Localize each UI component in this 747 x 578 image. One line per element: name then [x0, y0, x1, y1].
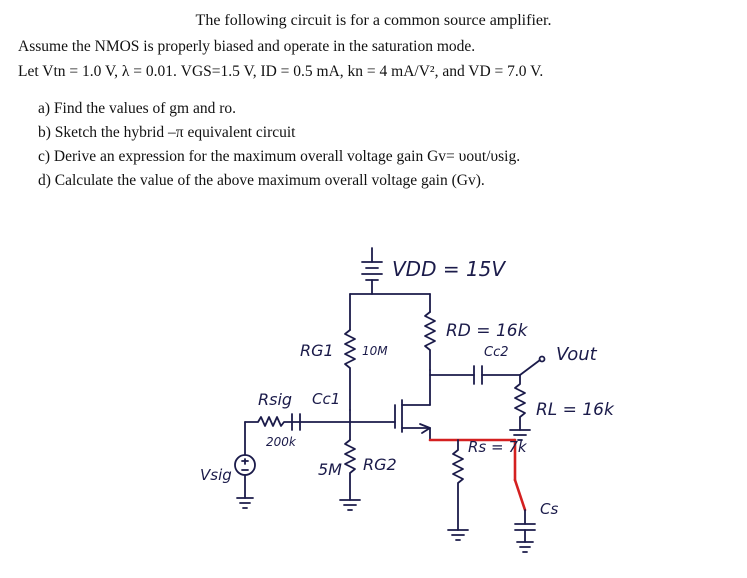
rd-label: RD = 16k [446, 321, 529, 341]
question-c: c) Derive an expression for the maximum … [38, 148, 521, 165]
rl-resistor [514, 374, 526, 431]
source-node-highlight [428, 438, 527, 512]
vout-label: Vout [556, 344, 598, 365]
problem-assumption: Assume the NMOS is properly biased and o… [18, 38, 476, 55]
rg2-label: RG2 [363, 455, 397, 474]
rg1-value-label: 10M [362, 344, 388, 358]
cc2-capacitor [473, 365, 483, 385]
output-wiring [429, 355, 546, 376]
rs-ground [447, 529, 469, 541]
problem-title: The following circuit is for a common so… [195, 12, 552, 29]
gate-wiring [291, 404, 396, 441]
vsig-source [234, 454, 256, 509]
cs-label: Cs [540, 500, 558, 518]
rg1-label: RG1 [300, 341, 334, 360]
rl-ground [509, 429, 531, 441]
rl-label: RL = 16k [536, 400, 615, 420]
problem-given-values: Let Vtn = 1.0 V, λ = 0.01. VGS=1.5 V, ID… [18, 63, 544, 80]
rg2-resistor [344, 439, 356, 501]
question-d: d) Calculate the value of the above maxi… [38, 172, 485, 189]
cs-capacitor [514, 509, 536, 553]
rsig-value-label: 200k [266, 435, 297, 449]
rs-label: Rs = 7k [468, 438, 528, 456]
vsig-label: Vsig [200, 466, 232, 484]
vdd-battery-symbol [361, 247, 383, 295]
rg2-ground [339, 499, 361, 511]
cc2-label: Cc2 [484, 345, 509, 360]
cc1-label: Cc1 [312, 390, 340, 408]
rs-resistor [452, 439, 464, 531]
nmos-transistor [401, 369, 431, 441]
rg1-resistor [344, 329, 356, 411]
supply-rail [349, 293, 431, 331]
rg2-value-label: 5M [318, 460, 342, 479]
rd-resistor [424, 311, 436, 371]
vdd-label: VDD = 15V [392, 257, 506, 281]
question-a: a) Find the values of gm and ro. [38, 100, 237, 117]
rsig-label: Rsig [258, 390, 292, 409]
question-b: b) Sketch the hybrid –π equivalent circu… [38, 124, 296, 141]
rsig-resistor [244, 416, 293, 427]
